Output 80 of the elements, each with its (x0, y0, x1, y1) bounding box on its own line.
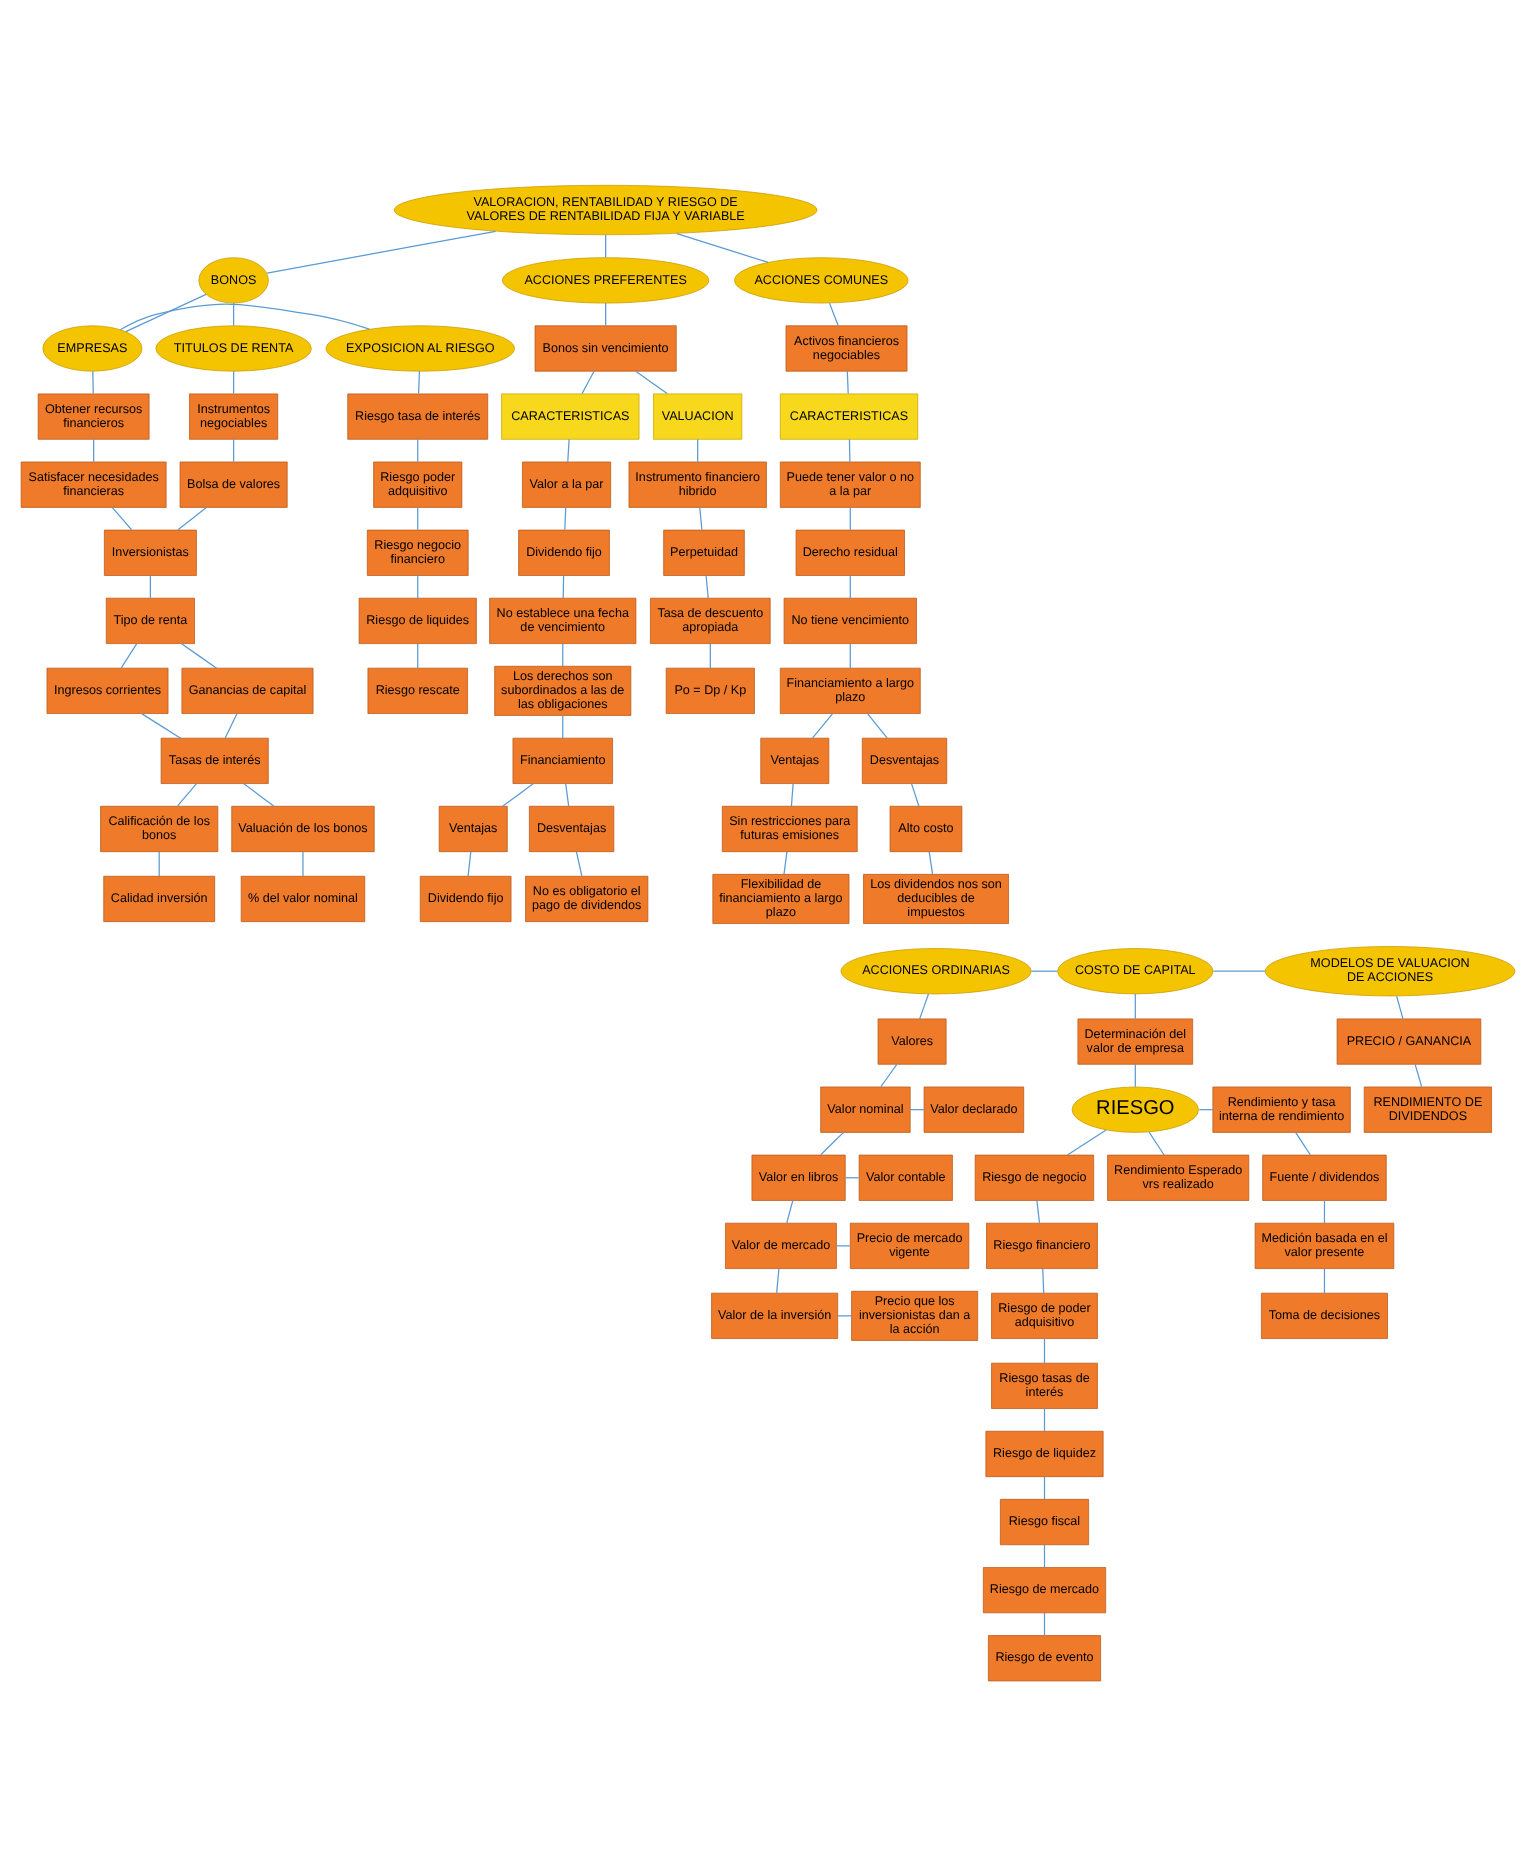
connector (1043, 1543, 1046, 1567)
connector (243, 781, 275, 806)
connector (776, 1267, 780, 1293)
connector (697, 437, 699, 462)
connector (880, 1062, 898, 1087)
connector (1295, 1130, 1311, 1155)
connector (635, 369, 668, 394)
connector (1043, 1337, 1046, 1363)
connector (919, 992, 930, 1019)
connector (1134, 992, 1136, 1019)
connector (705, 573, 709, 598)
connector (1212, 969, 1266, 971)
connector (562, 714, 564, 738)
connector (502, 781, 535, 806)
connector (867, 712, 888, 738)
connector (1042, 1267, 1045, 1293)
connector (417, 369, 421, 394)
connector (224, 712, 238, 738)
connector (605, 233, 607, 258)
connector (828, 301, 839, 326)
connector (181, 642, 218, 668)
connector (1030, 969, 1058, 971)
connector (605, 301, 607, 326)
connector (564, 505, 567, 530)
connector (1396, 994, 1404, 1019)
connector (837, 1314, 852, 1316)
connector (177, 505, 207, 530)
connector (1043, 1406, 1046, 1431)
connector (93, 437, 95, 462)
connector (562, 642, 564, 666)
connector (575, 850, 583, 876)
connector (417, 437, 419, 462)
connector (783, 850, 788, 874)
connector (1066, 1128, 1107, 1155)
connector (177, 781, 198, 806)
connector (848, 437, 851, 462)
connector (417, 573, 419, 598)
connector (786, 1198, 794, 1223)
connector (676, 232, 769, 263)
connector (119, 302, 371, 330)
connector (790, 781, 794, 806)
connector (849, 573, 851, 598)
connector (417, 505, 419, 530)
connector (111, 505, 133, 530)
connector (417, 642, 419, 668)
connector (1043, 1611, 1046, 1635)
connector (836, 1244, 851, 1246)
connector (302, 850, 304, 876)
connector (565, 781, 570, 806)
connector (820, 1130, 845, 1155)
connector (233, 301, 235, 326)
connector (233, 369, 235, 394)
connector (149, 573, 151, 598)
connector (1323, 1267, 1326, 1293)
node-ellipse: RIESGO (1071, 1085, 1199, 1132)
connector (120, 642, 138, 668)
connector (567, 437, 570, 462)
connector (92, 369, 94, 394)
connector (266, 229, 497, 273)
connector (709, 642, 711, 668)
connector (141, 712, 182, 738)
connector (1134, 1062, 1136, 1087)
connector (233, 437, 235, 462)
connector (849, 642, 851, 668)
connector (849, 505, 851, 530)
connector (812, 712, 834, 738)
connector (1148, 1130, 1165, 1155)
connector (910, 781, 920, 806)
connector (581, 369, 595, 394)
connector (467, 850, 472, 876)
connector (1323, 1198, 1326, 1223)
connector (846, 369, 849, 394)
connector (1043, 1475, 1046, 1499)
connector (1414, 1062, 1423, 1087)
connector (1036, 1198, 1041, 1223)
connector (928, 850, 934, 874)
connector (699, 505, 703, 530)
connector (562, 573, 565, 598)
connector (158, 850, 160, 876)
connector (125, 292, 207, 332)
